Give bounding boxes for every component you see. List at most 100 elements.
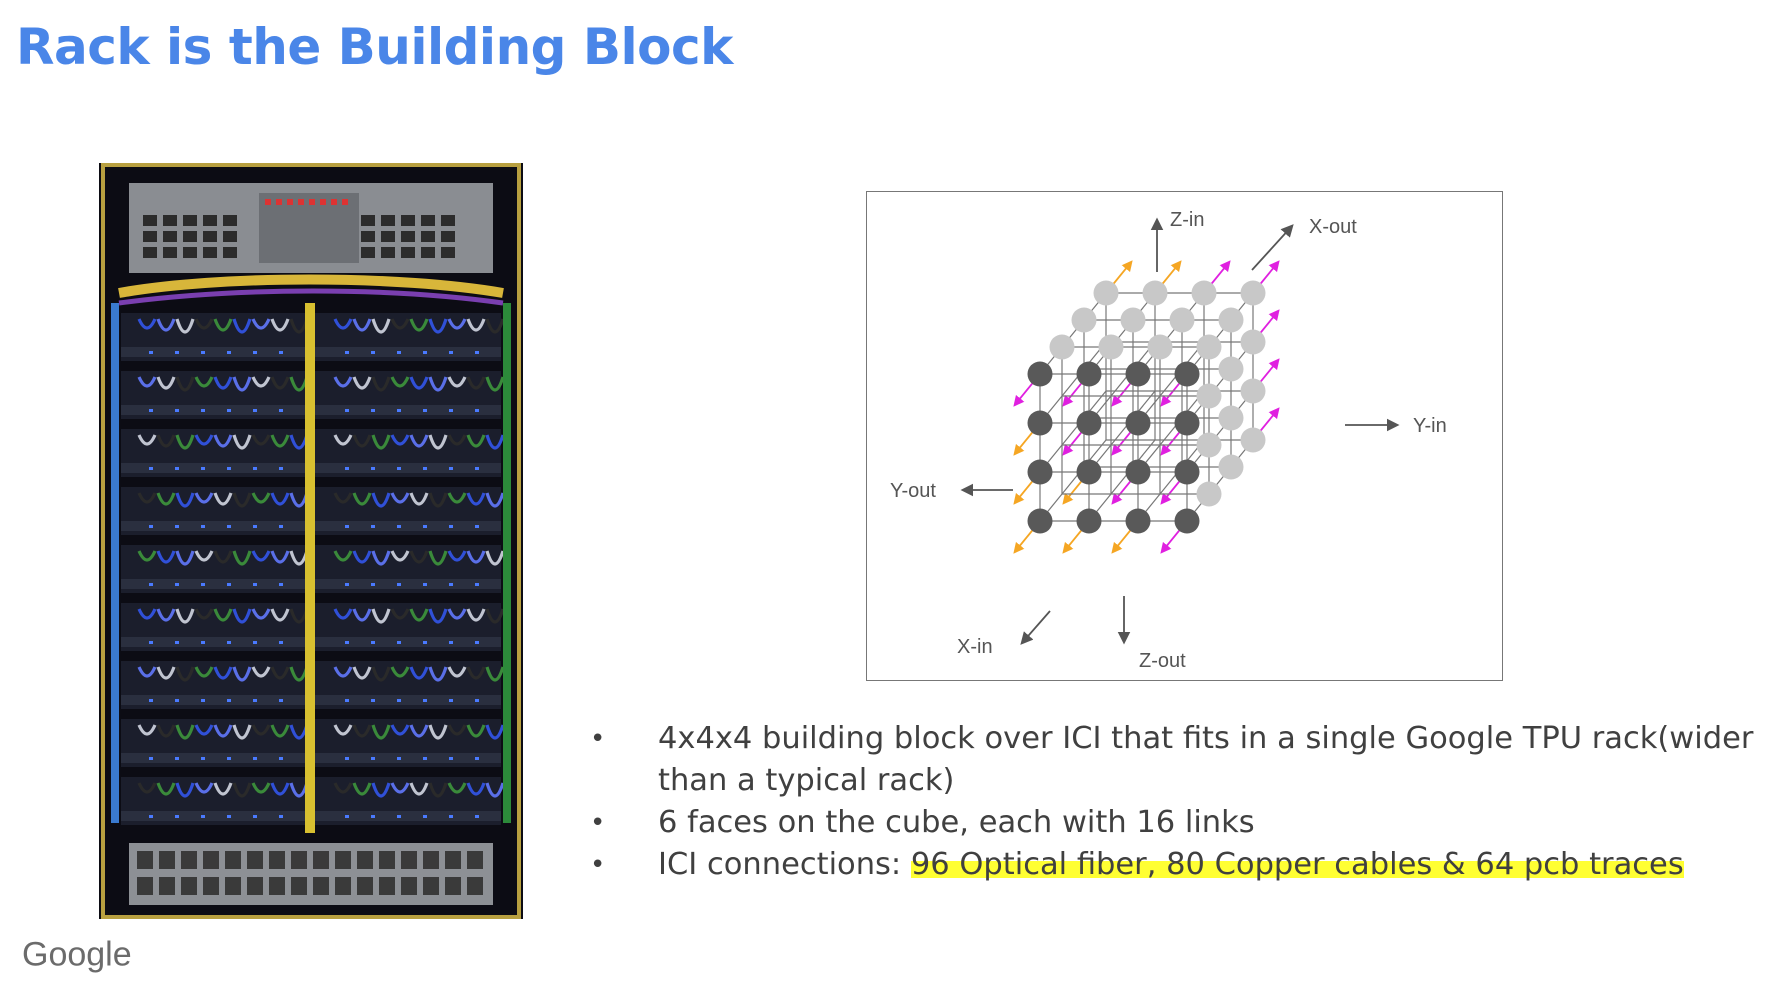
cable-loop: [175, 666, 195, 682]
bullet-text-3: ICI connections:: [658, 847, 911, 882]
cable-loop: [194, 550, 214, 562]
status-led: [227, 467, 231, 470]
cable-loop: [137, 434, 157, 446]
cable-loop: [175, 782, 195, 798]
switch-port: [291, 851, 307, 869]
status-led: [397, 351, 401, 354]
status-led: [227, 583, 231, 586]
status-led: [449, 409, 453, 412]
status-led: [149, 641, 153, 644]
switch-port: [467, 877, 483, 895]
switch-port: [445, 877, 461, 895]
cable-loop: [485, 608, 505, 624]
cable-loop: [428, 782, 448, 798]
status-led: [345, 583, 349, 586]
status-led: [423, 757, 427, 760]
cable-loop: [428, 318, 448, 334]
status-led: [371, 467, 375, 470]
cable-loop: [251, 376, 271, 388]
chip-node: [1125, 361, 1151, 387]
cube-svg: Z-in X-out Y-in Y-out X-in Z-out: [890, 209, 1447, 672]
google-logo: Google: [22, 935, 132, 974]
power-outlet: [421, 215, 435, 226]
switch-port: [423, 851, 439, 869]
chip-node: [1098, 334, 1124, 360]
switch-port: [379, 877, 395, 895]
cable-loop: [270, 434, 290, 448]
chip-node: [1147, 334, 1173, 360]
switch-port: [269, 877, 285, 895]
cable-loop: [352, 782, 372, 796]
cable-loop: [390, 318, 410, 330]
status-led: [423, 467, 427, 470]
chip-node: [1120, 307, 1146, 333]
power-outlet: [421, 247, 435, 258]
chip-node: [1125, 508, 1151, 534]
switch-port: [401, 851, 417, 869]
cable-loop: [447, 782, 467, 794]
status-led: [345, 351, 349, 354]
status-led: [227, 699, 231, 702]
cable-loop: [232, 318, 252, 334]
power-outlet: [203, 215, 217, 226]
cable-loop: [137, 550, 157, 562]
cable-loop: [251, 492, 271, 504]
switch-port: [225, 851, 241, 869]
status-led: [475, 409, 479, 412]
cable-loop: [213, 666, 233, 680]
cable-loop: [175, 724, 195, 740]
status-led: [175, 757, 179, 760]
cable-loop: [371, 550, 391, 566]
switch-port: [467, 851, 483, 869]
cable-loop: [213, 318, 233, 332]
chip-node: [1240, 280, 1266, 306]
cable-loop: [390, 666, 410, 678]
status-led: [175, 815, 179, 818]
switch-port: [137, 877, 153, 895]
power-outlet: [203, 247, 217, 258]
status-led: [253, 351, 257, 354]
cable-loop: [213, 724, 233, 738]
chip-node: [1174, 508, 1200, 534]
cable-loop: [175, 318, 195, 334]
cable-loop: [251, 434, 271, 446]
power-outlet: [143, 247, 157, 258]
cable-loop: [333, 434, 353, 446]
cable-loop: [156, 492, 176, 506]
status-led: [253, 757, 257, 760]
cable-loop: [156, 608, 176, 622]
power-outlet: [203, 231, 217, 242]
cable-loop: [232, 434, 252, 450]
cable-loop: [175, 608, 195, 624]
cable-loop: [447, 608, 467, 620]
cable-loop: [409, 492, 429, 506]
status-led: [371, 525, 375, 528]
status-led: [227, 525, 231, 528]
cable-loop: [466, 550, 486, 564]
cable-loop: [333, 492, 353, 504]
cable-loop: [428, 666, 448, 682]
status-led: [149, 351, 153, 354]
cable-loop: [270, 318, 290, 332]
status-led: [227, 409, 231, 412]
status-led: [175, 351, 179, 354]
switch-port: [159, 877, 175, 895]
cable-loop: [137, 376, 157, 388]
status-led: [279, 467, 283, 470]
status-led: [475, 757, 479, 760]
cable-loop: [466, 376, 486, 390]
chip-node: [1027, 410, 1053, 436]
power-led: [287, 199, 293, 205]
status-led: [449, 467, 453, 470]
rack-frame: [101, 163, 521, 919]
status-led: [397, 641, 401, 644]
status-led: [449, 583, 453, 586]
cable-loop: [213, 550, 233, 564]
status-led: [253, 641, 257, 644]
cable-loop: [156, 318, 176, 332]
status-led: [475, 525, 479, 528]
switch-port: [335, 877, 351, 895]
cable-loop: [213, 376, 233, 390]
cable-loop: [232, 724, 252, 740]
z-out-label: Z-out: [1139, 650, 1186, 672]
